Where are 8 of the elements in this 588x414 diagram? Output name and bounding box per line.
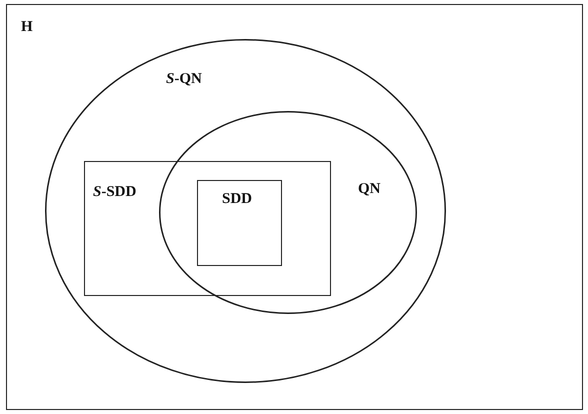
set-rectangle (197, 180, 282, 266)
set-label: S-QN (166, 71, 202, 88)
set-label: QN (358, 181, 380, 198)
set-label: H (21, 19, 33, 36)
set-label: SDD (222, 191, 252, 208)
set-label: S-SDD (93, 184, 136, 201)
frame (6, 4, 583, 410)
set-rectangle (84, 161, 331, 296)
